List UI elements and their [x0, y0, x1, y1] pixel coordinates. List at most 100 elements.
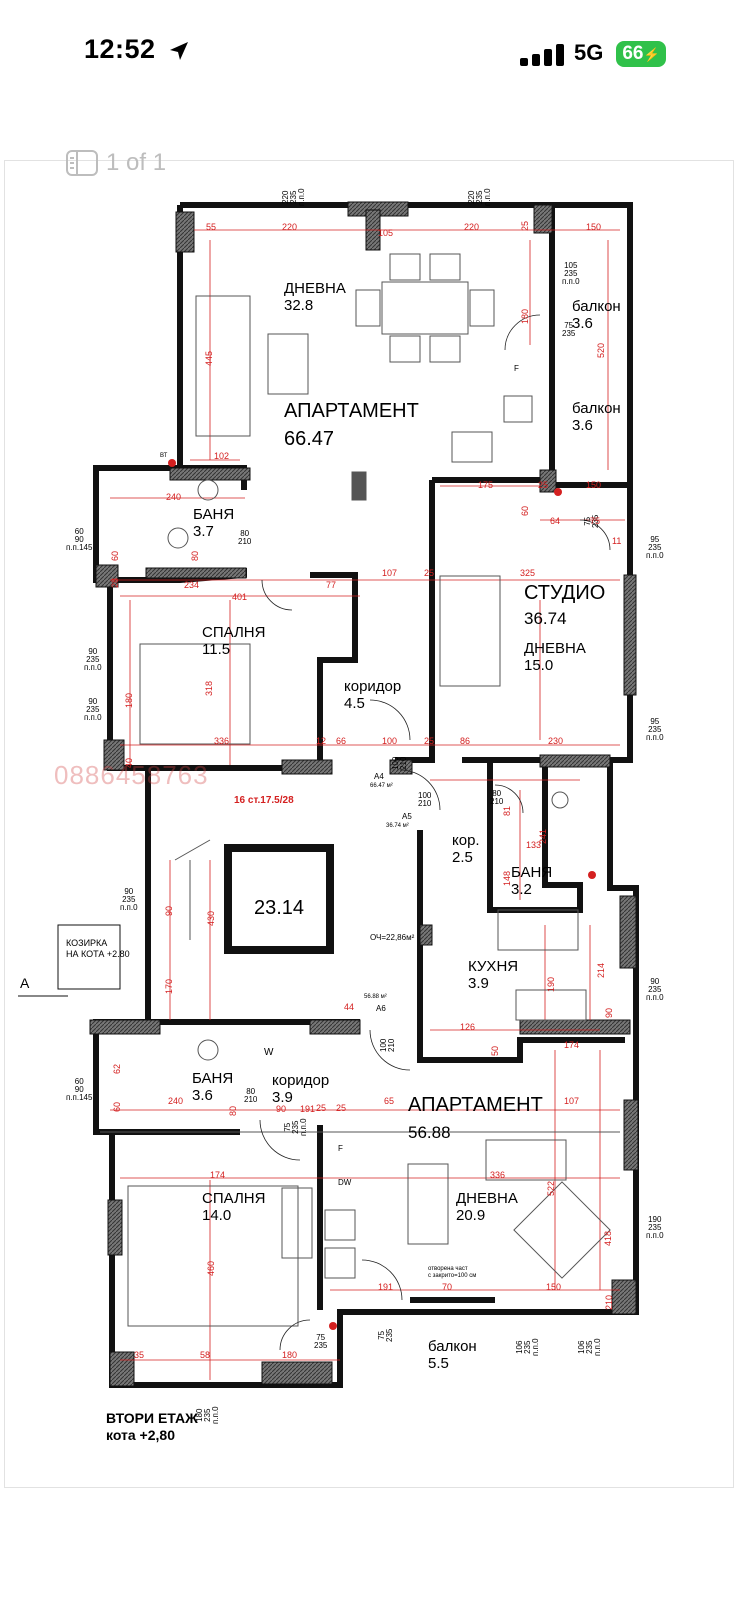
room-label-kitchen: КУХНЯ 3.9	[468, 958, 518, 992]
room-area: 36.74	[524, 609, 567, 628]
dimension-label: 11	[612, 536, 622, 546]
room-area: 3.6	[572, 315, 593, 332]
status-bar: 12:52 5G 66⚡	[0, 0, 736, 100]
room-name: СТУДИО	[524, 582, 606, 604]
section-marker	[18, 924, 121, 997]
dishwasher-label: DW	[338, 1178, 352, 1187]
room-name: БАНЯ	[192, 1070, 234, 1087]
room-label-living3: ДНЕВНА 20.9	[456, 1190, 518, 1224]
room-area: 15.0	[524, 657, 554, 674]
room-area: 11.5	[202, 641, 231, 658]
fridge-label-2: F	[338, 1144, 343, 1153]
room-label-apartment2: АПАРТАМЕНТ 56.88	[408, 1094, 543, 1144]
a5-area: 36.74 м²	[386, 823, 409, 829]
room-label-corridor3: коридор 3.9	[272, 1072, 329, 1106]
floor-name: ВТОРИ ЕТАЖ	[106, 1410, 198, 1426]
dimension-label: 133	[526, 840, 542, 850]
opening-spec: 105 235 п.п.0	[562, 261, 580, 286]
dimension-label: 445	[204, 350, 214, 366]
wall-hatches	[89, 201, 639, 1387]
dimension-label: 150	[586, 222, 602, 232]
opening-spec: 95 235 п.п.0	[646, 717, 664, 742]
location-arrow-icon	[170, 42, 188, 60]
opening-spec: 100 210	[379, 1038, 396, 1052]
oc-note: ОЧ=22,86м²	[370, 933, 415, 942]
dimension-label: 460	[206, 1260, 216, 1276]
room-label-stair: 23.14	[254, 897, 304, 919]
stairs-note: 16 ст.17.5/28	[234, 795, 294, 806]
dimension-label: 180	[520, 308, 530, 324]
room-area: 3.9	[468, 975, 489, 992]
room-name: АПАРТАМЕНТ	[408, 1094, 543, 1116]
room-label-corr2: кор. 2.5	[452, 832, 480, 866]
room-label-bath2: БАНЯ 3.2	[511, 864, 552, 898]
document-viewer[interactable]	[4, 160, 734, 1488]
dimension-label: 90	[276, 1104, 287, 1114]
room-area: 32.8	[284, 297, 314, 314]
opening-spec: 60 90 п.п.145	[66, 1077, 93, 1102]
a4-label: A4	[374, 772, 384, 781]
room-name: кор.	[452, 832, 480, 849]
dimension-label: 180	[124, 692, 134, 708]
dimension-label: 191	[378, 1282, 394, 1292]
room-name: ДНЕВНА	[284, 280, 346, 297]
opening-spec: 106 235 п.п.0	[577, 1338, 602, 1356]
dimension-label: 150	[546, 1282, 562, 1292]
room-label-studio: СТУДИО 36.74	[524, 582, 605, 630]
dimension-label: 28	[110, 577, 120, 588]
dimension-label: 336	[214, 736, 230, 746]
dimension-label: 80	[190, 550, 200, 561]
room-label-bath1: БАНЯ 3.7	[193, 506, 234, 540]
dimension-label: 170	[164, 978, 174, 994]
dimension-label: 210	[604, 1294, 614, 1310]
opening-spec: 75 235	[314, 1333, 328, 1350]
clock: 12:52	[84, 34, 156, 64]
a6-area: 56.88 м²	[364, 994, 387, 1000]
room-area: 3.7	[193, 523, 214, 540]
dimension-label: 430	[206, 910, 216, 926]
dimension-label: 234	[184, 580, 200, 590]
sidebar-pages-icon[interactable]	[66, 150, 98, 176]
dimension-label: 214	[596, 962, 606, 978]
a5-label: A5	[402, 812, 412, 821]
opening-spec: 100 210	[391, 756, 408, 770]
dimension-label: 107	[564, 1096, 580, 1106]
dimension-label: 66	[336, 736, 347, 746]
dimension-label: 25	[336, 1103, 347, 1113]
dimension-label: 325	[520, 568, 536, 578]
a4-area: 66.47 м²	[370, 783, 393, 789]
room-label-balcony1: балкон 3.6	[572, 298, 621, 332]
fixtures	[100, 253, 620, 1327]
dimension-label: 70	[442, 1282, 453, 1292]
room-name: СПАЛНЯ	[202, 624, 266, 641]
dimension-label: 401	[232, 592, 248, 602]
dimension-label: 60	[110, 550, 120, 561]
charging-bolt-icon: ⚡	[643, 47, 660, 62]
dimension-label: 75	[590, 516, 601, 526]
room-label-bedroom1: СПАЛНЯ 11.5	[202, 624, 265, 658]
dimension-label: 44	[344, 1002, 355, 1012]
room-area: 3.2	[511, 881, 532, 898]
page-indicator-text: 1 of 1	[106, 149, 167, 176]
room-area: 3.6	[192, 1087, 213, 1104]
opening-spec: 75 235	[377, 1328, 394, 1342]
dimension-label: 25	[538, 480, 549, 490]
dimension-label: 522	[546, 1180, 556, 1196]
opening-spec: 100 210	[418, 791, 432, 808]
dimension-label: 105	[378, 228, 394, 238]
dimension-label: 50	[490, 1045, 500, 1056]
dimension-label: 35	[134, 1350, 145, 1360]
dimension-label: 520	[596, 342, 606, 358]
dimension-label: 336	[490, 1170, 506, 1180]
opening-spec: 60 90 п.п.145	[66, 527, 93, 552]
dimension-label: 65	[384, 1096, 395, 1106]
room-name: БАНЯ	[511, 864, 553, 881]
floor-level: кота +2,80	[106, 1427, 175, 1443]
door-swings	[259, 314, 611, 1351]
canopy-note: КОЗИРКА НА КОТА +2.80	[66, 938, 130, 959]
opening-spec: 180 235 п.п.0	[195, 1406, 220, 1424]
room-name: АПАРТАМЕНТ	[284, 400, 419, 422]
room-name: КУХНЯ	[468, 958, 519, 975]
page-indicator[interactable]: 1 of 1	[66, 148, 166, 178]
